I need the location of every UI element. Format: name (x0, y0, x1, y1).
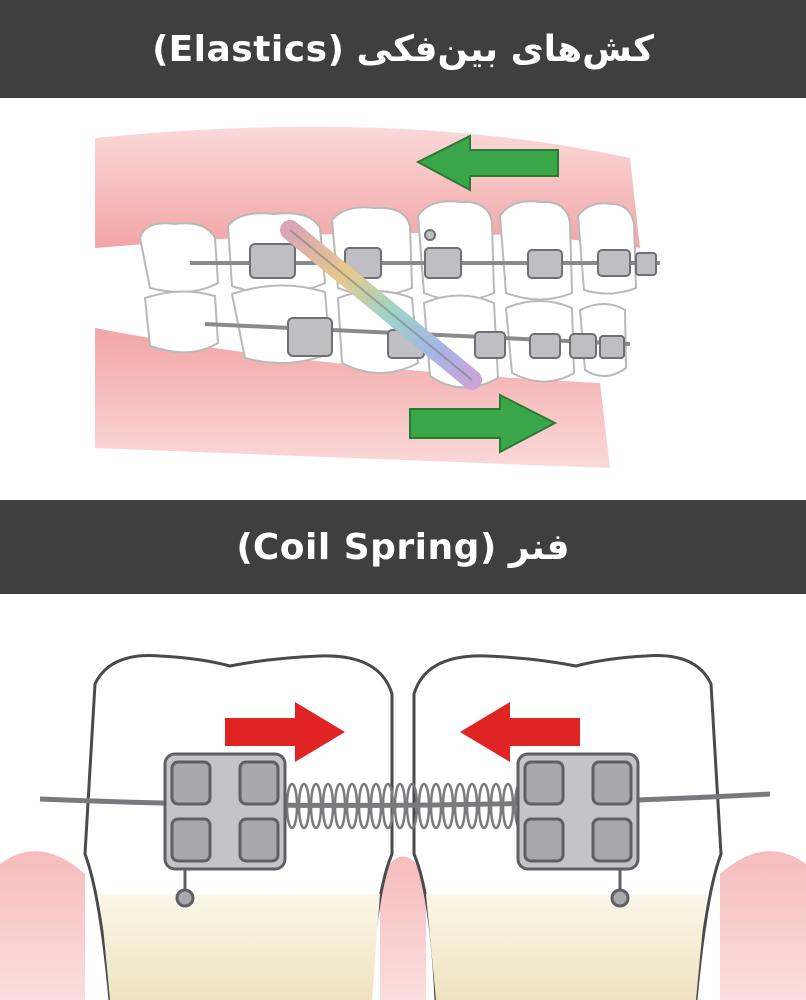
gum-left (0, 851, 85, 1000)
coil-spring-diagram (0, 594, 806, 1000)
section-title-coil-spring: فنر (Coil Spring) (0, 500, 806, 594)
coil-spring-illustration (0, 594, 806, 1000)
elastics-illustration (0, 98, 806, 500)
gum-right (720, 851, 806, 1000)
elastics-diagram (0, 98, 806, 500)
section-title-elastics-text: کش‌های بین‌فکی (Elastics) (152, 29, 654, 70)
section-title-elastics: کش‌های بین‌فکی (Elastics) (0, 0, 806, 98)
gum-middle (380, 857, 426, 1000)
upper-hook-icon (425, 230, 435, 240)
section-title-coil-spring-text: فنر (Coil Spring) (236, 527, 569, 568)
